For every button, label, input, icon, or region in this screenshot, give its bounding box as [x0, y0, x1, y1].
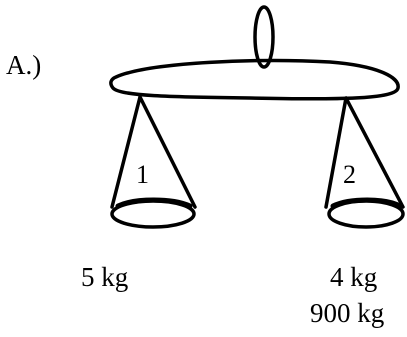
pan-2-weight-extra: 900 kg [310, 298, 385, 328]
pan-1-number: 1 [136, 160, 149, 189]
hanging-ring [253, 5, 275, 69]
right-pan [324, 96, 405, 229]
pan-1-weight: 5 kg [81, 262, 129, 292]
balance-beam [109, 58, 400, 101]
pan-2-number: 2 [343, 160, 356, 189]
left-pan-cone [110, 95, 197, 209]
right-pan-dish-rim [330, 197, 403, 209]
option-label: A.) [6, 50, 42, 80]
right-pan-cone [324, 96, 405, 209]
left-pan-dish-rim [115, 197, 193, 209]
pan-2-weight: 4 kg [330, 262, 378, 292]
left-pan [110, 95, 197, 229]
